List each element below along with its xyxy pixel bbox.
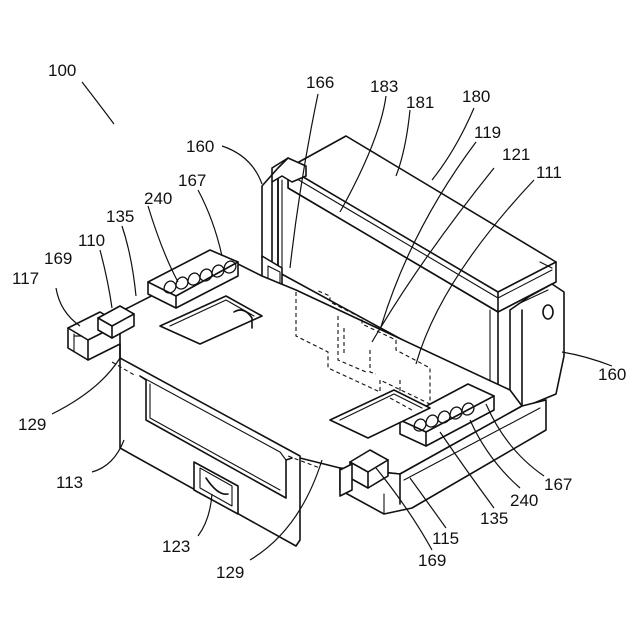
label-129-left: 129	[18, 415, 46, 434]
label-181: 181	[406, 93, 434, 112]
label-180: 180	[462, 87, 490, 106]
label-111: 111	[536, 163, 562, 182]
label-240-right: 240	[510, 491, 538, 510]
label-135-right: 135	[480, 509, 508, 528]
label-167-right: 167	[544, 475, 572, 494]
label-113: 113	[56, 473, 83, 492]
label-135-left: 135	[106, 207, 134, 226]
label-121: 121	[502, 145, 530, 164]
label-167-left: 167	[178, 171, 206, 190]
label-119: 119	[474, 123, 501, 142]
label-100: 100	[48, 61, 76, 80]
label-169-right: 169	[418, 551, 446, 570]
label-110: 110	[78, 231, 105, 250]
label-115: 115	[432, 529, 459, 548]
label-160-right: 160	[598, 365, 626, 384]
label-169-left: 169	[44, 249, 72, 268]
right-upright-160	[510, 284, 564, 408]
label-166: 166	[306, 73, 334, 92]
label-117: 117	[12, 269, 39, 288]
label-240-left: 240	[144, 189, 172, 208]
label-183: 183	[370, 77, 398, 96]
label-123: 123	[162, 537, 190, 556]
label-160-top: 160	[186, 137, 214, 156]
label-129-bottom: 129	[216, 563, 244, 582]
